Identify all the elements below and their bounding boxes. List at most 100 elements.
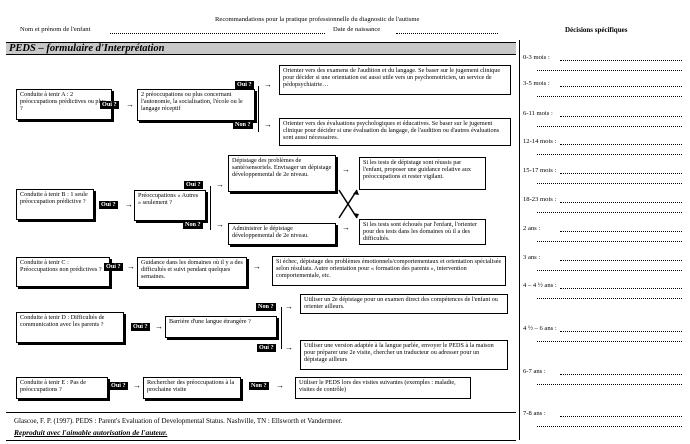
decision-field[interactable] (537, 384, 682, 385)
decision-age-label: 2 ans : (523, 225, 541, 232)
a-no-result: Orienter vers des évaluations psychologi… (279, 118, 511, 146)
arrow-right-icon: → (264, 80, 272, 89)
c-right: Si échec, dépistage des problèmes émotio… (272, 256, 506, 286)
arrow-right-icon: → (342, 165, 350, 174)
decision-age-label: 7-8 ans : (523, 410, 546, 417)
arrow-right-icon: → (125, 200, 133, 209)
decision-field[interactable] (560, 60, 682, 61)
decision-age-label: 4 – 4 ½ ans : (523, 282, 557, 289)
decision-age-label: 0-3 mois : (523, 54, 550, 61)
a-connector (258, 86, 259, 132)
form-title: PEDS – formulaire d'Interprétation (9, 43, 165, 54)
arrow-right-icon: → (133, 381, 141, 390)
decision-field[interactable] (537, 126, 682, 127)
arrow-right-icon: → (342, 223, 350, 232)
a-middle: 2 préoccupations ou plus concernant l'au… (137, 89, 255, 121)
tag-d-oui: Oui ? (131, 323, 150, 331)
d-no-result: Utiliser un 2e dépistage pour un examen … (300, 294, 508, 314)
decision-field[interactable] (560, 144, 682, 145)
decision-field[interactable] (560, 416, 682, 417)
c-middle: Guidance dans les domaines où il y a des… (137, 257, 247, 287)
document-title: Recommandations pour la pratique profess… (215, 16, 420, 23)
decision-field[interactable] (537, 241, 682, 242)
arrow-right-icon: → (285, 343, 293, 352)
tag-c-oui: Oui ? (104, 263, 123, 271)
column-divider (519, 40, 520, 440)
decision-field[interactable] (560, 374, 682, 375)
tag-a-oui: Oui ? (100, 101, 119, 109)
decision-age-label: 3 ans : (523, 254, 541, 261)
b-right-no: Si les tests sont échoués par l'enfant, … (359, 219, 486, 245)
tag-d-non: Non ? (256, 303, 276, 311)
decision-age-label: 18-23 mois : (523, 196, 557, 203)
b-connector (210, 186, 211, 230)
decision-field[interactable] (537, 96, 682, 97)
conduite-a: Conduite à tenir A : 2 préoccupations pr… (16, 89, 112, 120)
conduite-d-text: Conduite à tenir D : Difficultés de comm… (20, 314, 105, 329)
arrow-right-icon: → (155, 322, 163, 331)
decision-field[interactable] (537, 298, 682, 299)
decision-field[interactable] (560, 86, 682, 87)
tag-a-non: Non ? (233, 121, 253, 129)
decision-field[interactable] (560, 260, 682, 261)
d-middle: Barrière d'une langue étrangère ? (165, 316, 277, 338)
decision-age-label: 6-11 mois : (523, 110, 553, 117)
footer-rule (6, 412, 516, 413)
decision-field[interactable] (537, 154, 682, 155)
conduite-e: Conduite à tenir E : Pas de préoccupatio… (16, 377, 108, 399)
footer-rule-bottom (6, 440, 516, 441)
decision-field[interactable] (560, 202, 682, 203)
tag-d-oui-2: Oui ? (257, 344, 276, 352)
b-no-result: Administrer le dépistage développemental… (228, 223, 336, 245)
e-middle: Rechercher des préoccupations à la proch… (143, 377, 241, 399)
decision-field[interactable] (560, 331, 682, 332)
decision-field[interactable] (537, 426, 682, 427)
arrow-right-icon: → (253, 262, 261, 271)
decision-age-label: 3-5 mois : (523, 80, 550, 87)
b-right-yes: Si les tests de dépistage sont réussis p… (359, 157, 486, 190)
tag-b-oui-2: Oui ? (184, 181, 203, 189)
birthdate-field[interactable] (396, 33, 498, 34)
conduite-c: Conduite à tenir C : Préoccupations non … (16, 257, 110, 287)
tag-b-oui: Oui ? (99, 201, 118, 209)
b-middle: Préoccupations « Autres » seulement ? (134, 190, 206, 221)
d-connector (281, 307, 282, 349)
d-yes-result: Utiliser une version adaptée à la langue… (300, 340, 508, 370)
citation: Glascoe, F. P. (1997). PEDS : Parent's E… (14, 417, 343, 425)
decision-field[interactable] (560, 231, 682, 232)
conduite-b: Conduite à tenir B : 1 seule préoccupati… (16, 189, 94, 220)
birthdate-label: Date de naissance (333, 26, 381, 33)
decision-field[interactable] (560, 173, 682, 174)
a-yes-result: Orienter vers des examens de l'audition … (279, 65, 511, 95)
arrow-right-icon: → (216, 180, 224, 189)
tag-a-oui-2: Oui ? (235, 81, 254, 89)
tag-b-non: Non ? (183, 221, 203, 229)
form-title-bar: PEDS – formulaire d'Interprétation (6, 42, 516, 55)
decision-field[interactable] (537, 270, 682, 271)
decision-field[interactable] (560, 288, 682, 289)
decision-field[interactable] (537, 212, 682, 213)
decision-age-label: 15-17 mois : (523, 167, 557, 174)
arrow-right-icon: → (285, 302, 293, 311)
conduite-d: Conduite à tenir D : Difficultés de comm… (16, 312, 124, 343)
decision-age-label: 6-7 ans : (523, 368, 546, 375)
b-yes-result: Dépistage des problèmes de santé/sensori… (228, 155, 336, 192)
child-name-field[interactable] (110, 33, 325, 34)
decision-field[interactable] (560, 116, 682, 117)
arrow-right-icon: → (127, 262, 135, 271)
arrow-right-icon: → (216, 220, 224, 229)
arrow-right-icon: → (276, 381, 284, 390)
decisions-title: Décisions spécifiques (565, 26, 628, 34)
child-name-label: Nom et prénom de l'enfant (20, 26, 91, 33)
decision-age-label: 12-14 mois : (523, 138, 557, 145)
arrow-right-icon: → (264, 120, 272, 129)
decision-age-label: 4 ½ – 6 ans : (523, 325, 557, 332)
cross-arrows-icon (338, 189, 359, 219)
e-right: Utiliser le PEDS lors des visites suivan… (295, 377, 471, 399)
decision-field[interactable] (537, 183, 682, 184)
arrow-right-icon: → (126, 100, 134, 109)
reproduced-notice: Reproduit avec l'aimable autorisation de… (14, 428, 168, 437)
tag-e-non: Non ? (249, 382, 269, 390)
decision-field[interactable] (537, 70, 682, 71)
decision-field[interactable] (537, 341, 682, 342)
